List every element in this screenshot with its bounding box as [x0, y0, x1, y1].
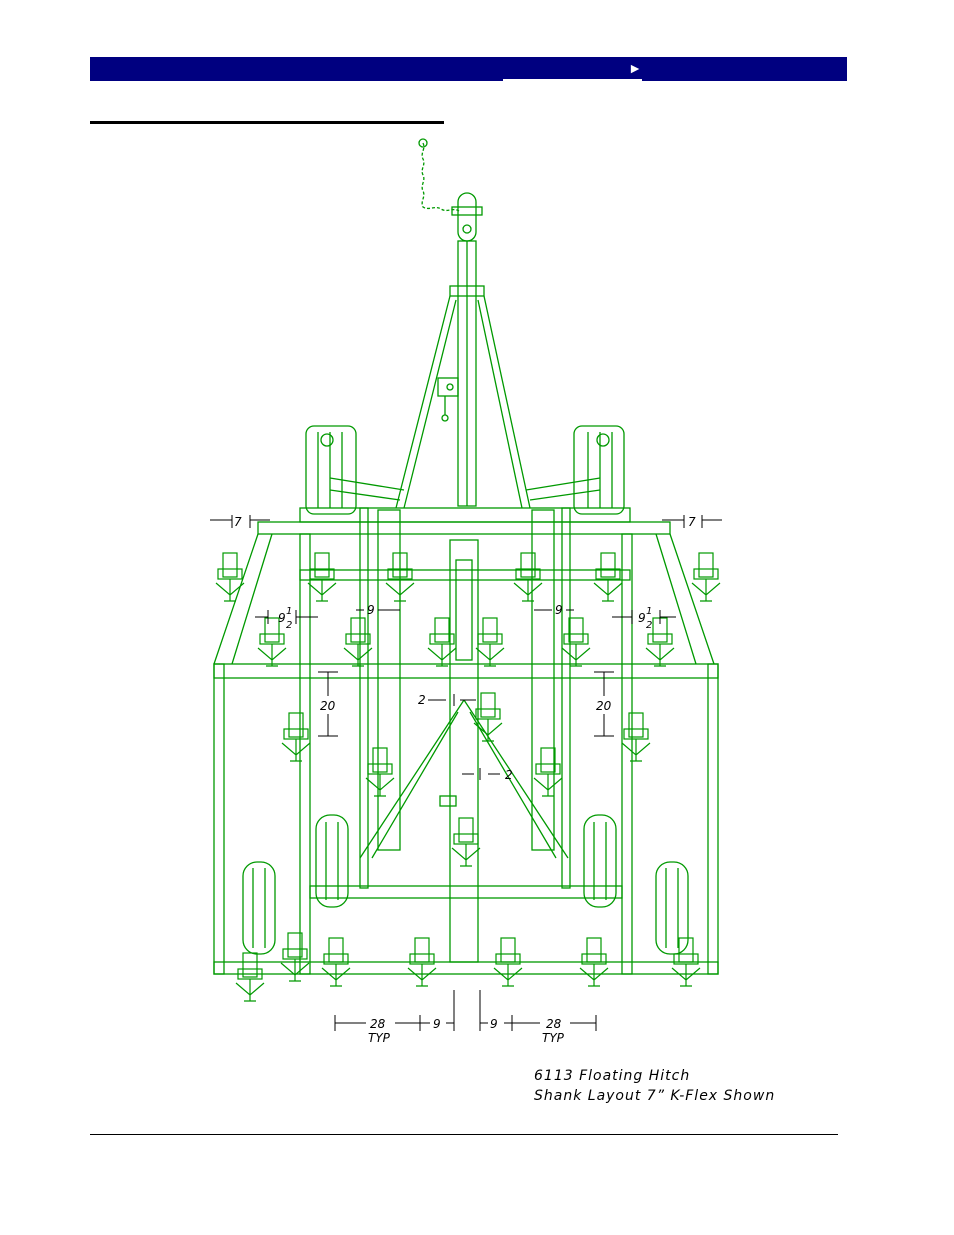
dim-9-left: 9 — [367, 603, 375, 617]
dim-9half-left-whole: 9 — [278, 611, 286, 625]
shank-assembly — [235, 952, 265, 1002]
shank-assembly — [451, 817, 481, 867]
footer-rule — [90, 1134, 838, 1135]
shank-assembly — [475, 617, 505, 667]
dim-7-left: 7 — [234, 515, 242, 529]
shank-assembly — [691, 552, 721, 602]
caption-line-1: 6113 Floating Hitch — [534, 1068, 690, 1084]
dim-9half-left-den: 2 — [286, 620, 292, 631]
dim-9half-right-den: 2 — [646, 620, 652, 631]
dim-9half-left-num: 1 — [286, 606, 292, 617]
machine-outline — [213, 138, 719, 975]
shank-assembly — [533, 747, 563, 797]
shank-assembly — [427, 617, 457, 667]
dim-typ-right: TYP — [542, 1031, 565, 1045]
next-page-link[interactable]: ► — [503, 60, 642, 81]
dimension-lines — [210, 515, 722, 1031]
shank-assembly — [280, 932, 310, 982]
dim-9-center-right: 9 — [490, 1017, 498, 1031]
dim-9half-right-num: 1 — [646, 606, 652, 617]
dim-9-right: 9 — [555, 603, 563, 617]
shank-assembly — [621, 712, 651, 762]
dim-28-right: 28 — [546, 1017, 562, 1031]
dim-20-left: 20 — [320, 699, 336, 713]
dim-typ-left: TYP — [368, 1031, 391, 1045]
shank-assembly — [407, 937, 437, 987]
shank-assembly — [307, 552, 337, 602]
dim-9half-right-whole: 9 — [638, 611, 646, 625]
dim-7-right: 7 — [688, 515, 696, 529]
caption-line-2: Shank Layout 7” K-Flex Shown — [534, 1088, 775, 1104]
shank-assembly — [321, 937, 351, 987]
dim-2-lower: 2 — [505, 768, 513, 782]
shank-row-group — [215, 552, 721, 1002]
dimension-labels: 7 7 9 1 2 9 1 2 9 9 20 20 2 2 28 TYP 9 9… — [234, 515, 696, 1045]
shank-assembly — [513, 552, 543, 602]
dim-9-center-left: 9 — [433, 1017, 441, 1031]
shank-assembly — [579, 937, 609, 987]
shank-assembly — [671, 937, 701, 987]
shank-assembly — [593, 552, 623, 602]
shank-assembly — [385, 552, 415, 602]
shank-assembly — [281, 712, 311, 762]
dim-20-right: 20 — [596, 699, 612, 713]
shank-assembly — [215, 552, 245, 602]
dim-2-upper: 2 — [418, 693, 426, 707]
dim-28-left: 28 — [370, 1017, 386, 1031]
shank-assembly — [473, 692, 503, 742]
shank-assembly — [365, 747, 395, 797]
shank-assembly — [343, 617, 373, 667]
header-bar: ► — [90, 57, 847, 81]
shank-assembly — [493, 937, 523, 987]
section-heading-rule — [90, 121, 444, 124]
shank-assembly — [561, 617, 591, 667]
shank-assembly — [257, 617, 287, 667]
